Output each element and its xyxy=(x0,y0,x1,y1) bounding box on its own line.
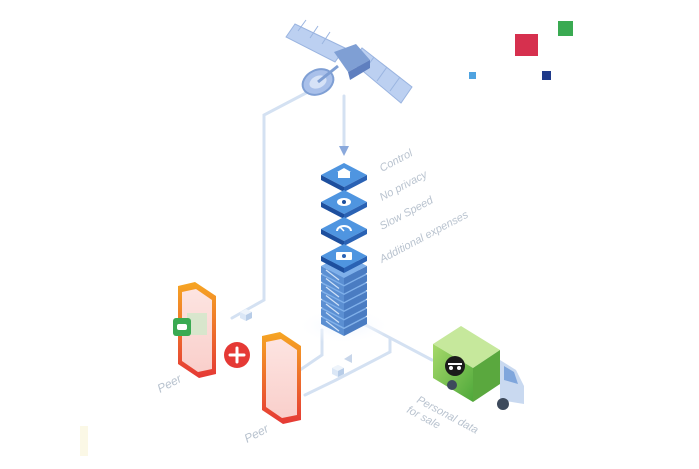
confetti-navy-square xyxy=(542,71,551,80)
stack-labels: Control No privacy Slow Speed Additional… xyxy=(377,147,471,266)
confetti-green-square xyxy=(558,21,573,36)
satellite-icon xyxy=(285,19,413,104)
decorative-faint-mark xyxy=(80,426,88,456)
node-cube-bottom xyxy=(332,365,344,377)
truck-cargo-front xyxy=(473,350,500,402)
phone-icon-left xyxy=(173,282,216,378)
confetti-red-square xyxy=(515,34,538,56)
chat-icon xyxy=(173,313,207,336)
no-privacy-tile xyxy=(321,190,367,219)
plus-icon xyxy=(224,342,250,368)
server-icon xyxy=(321,254,367,336)
server-right-line xyxy=(303,336,392,397)
truck-cargo-top xyxy=(433,326,500,368)
decorative-confetti xyxy=(469,21,573,80)
truck-icon xyxy=(433,326,524,410)
node-cube-left xyxy=(240,309,252,321)
arrow-from-server-icon xyxy=(344,354,352,363)
money-icon xyxy=(336,252,352,260)
building-icon xyxy=(337,168,351,178)
peer-label-left: Peer xyxy=(155,371,185,396)
confetti-sky-square xyxy=(469,72,476,79)
slow-speed-tile xyxy=(321,217,367,246)
satellite-to-left-phone-line xyxy=(230,91,308,320)
control-tile xyxy=(321,163,367,192)
truck-windshield xyxy=(504,366,518,384)
label-control: Control xyxy=(378,147,415,175)
additional-expenses-tile xyxy=(321,244,367,273)
arrow-to-server-icon xyxy=(339,146,349,156)
problem-tiles xyxy=(321,163,367,273)
solar-panel-left xyxy=(285,19,346,63)
satellite-body xyxy=(334,44,370,72)
spy-icon xyxy=(445,356,465,376)
peer-label-right: Peer xyxy=(242,421,272,446)
eye-icon xyxy=(337,198,351,206)
truck-wheel-front xyxy=(497,398,509,410)
phone-icon-right xyxy=(262,332,301,424)
speedometer-icon xyxy=(336,225,352,232)
truck-wheel-rear xyxy=(447,380,457,390)
connector-nodes xyxy=(240,309,344,377)
